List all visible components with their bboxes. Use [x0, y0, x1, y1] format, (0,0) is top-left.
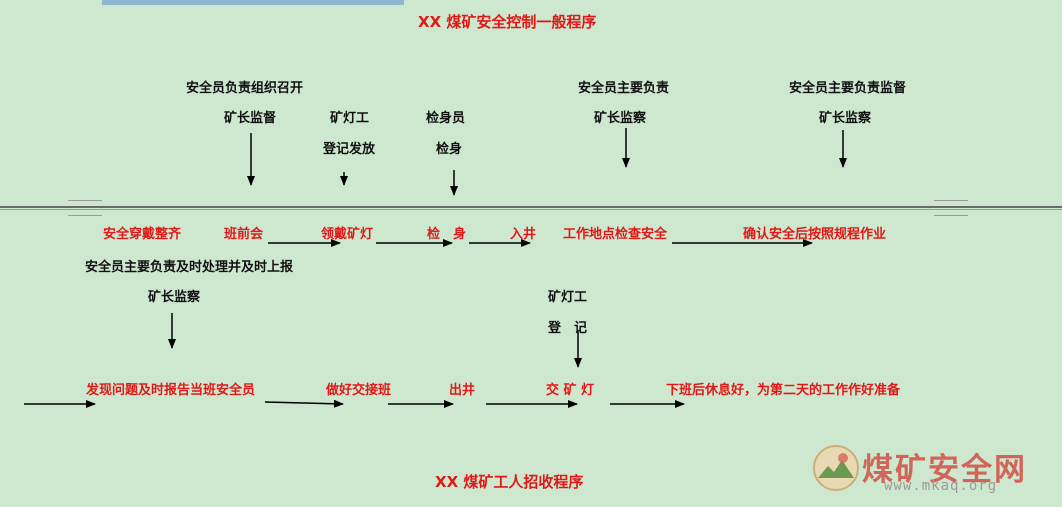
step-return-lamp: 交 矿 灯 [546, 383, 595, 398]
divider-line-thin [0, 209, 1062, 210]
step-check-worksite: 工作地点检查安全 [563, 227, 668, 242]
note-lamp-line1: 矿灯工 [330, 111, 370, 126]
note-return-lamp-line1: 矿灯工 [548, 290, 588, 305]
divider-marker-left [68, 200, 102, 216]
step-rest-well: 下班后休息好，为第二天的工作作好准备 [666, 383, 901, 398]
watermark-text: 煤矿安全网 [862, 452, 1027, 488]
step-report-problem: 发现问题及时报告当班安全员 [86, 383, 256, 398]
step-enter-shaft: 入井 [510, 227, 537, 242]
note-report-line2: 矿长监察 [148, 290, 201, 305]
top-scroll-bar [102, 0, 404, 5]
note-work-line1: 安全员主要负责监督 [789, 81, 907, 96]
note-worksite-line2: 矿长监察 [594, 111, 647, 126]
note-meeting-line2: 矿长监督 [224, 111, 277, 126]
note-lamp-line2: 登记发放 [323, 142, 376, 157]
step-shift-handover: 做好交接班 [326, 383, 392, 398]
note-inspect-line2: 检身 [436, 142, 463, 157]
page-title: XX 煤矿安全控制一般程序 [418, 13, 597, 31]
step-dress-safely: 安全穿戴整齐 [103, 227, 182, 242]
step-work-by-rules: 确认安全后按照规程作业 [743, 227, 887, 242]
watermark-logo-icon [813, 445, 859, 491]
step-pre-shift-meeting: 班前会 [224, 227, 264, 242]
watermark-url[interactable]: www.mkaq.org [884, 478, 998, 494]
step-exit-shaft: 出井 [449, 383, 476, 398]
step-body-check: 检 身 [427, 227, 467, 242]
note-report-line1: 安全员主要负责及时处理并及时上报 [85, 260, 294, 275]
note-meeting-line1: 安全员负责组织召开 [186, 81, 304, 96]
arrow-row2-2 [264, 399, 344, 408]
divider-line [0, 206, 1062, 208]
bottom-title: XX 煤矿工人招收程序 [435, 473, 584, 491]
note-work-line2: 矿长监察 [819, 111, 872, 126]
divider-marker-right [934, 200, 968, 216]
note-inspect-line1: 检身员 [426, 111, 466, 126]
step-collect-lamp: 领戴矿灯 [321, 227, 374, 242]
note-worksite-line1: 安全员主要负责 [578, 81, 670, 96]
